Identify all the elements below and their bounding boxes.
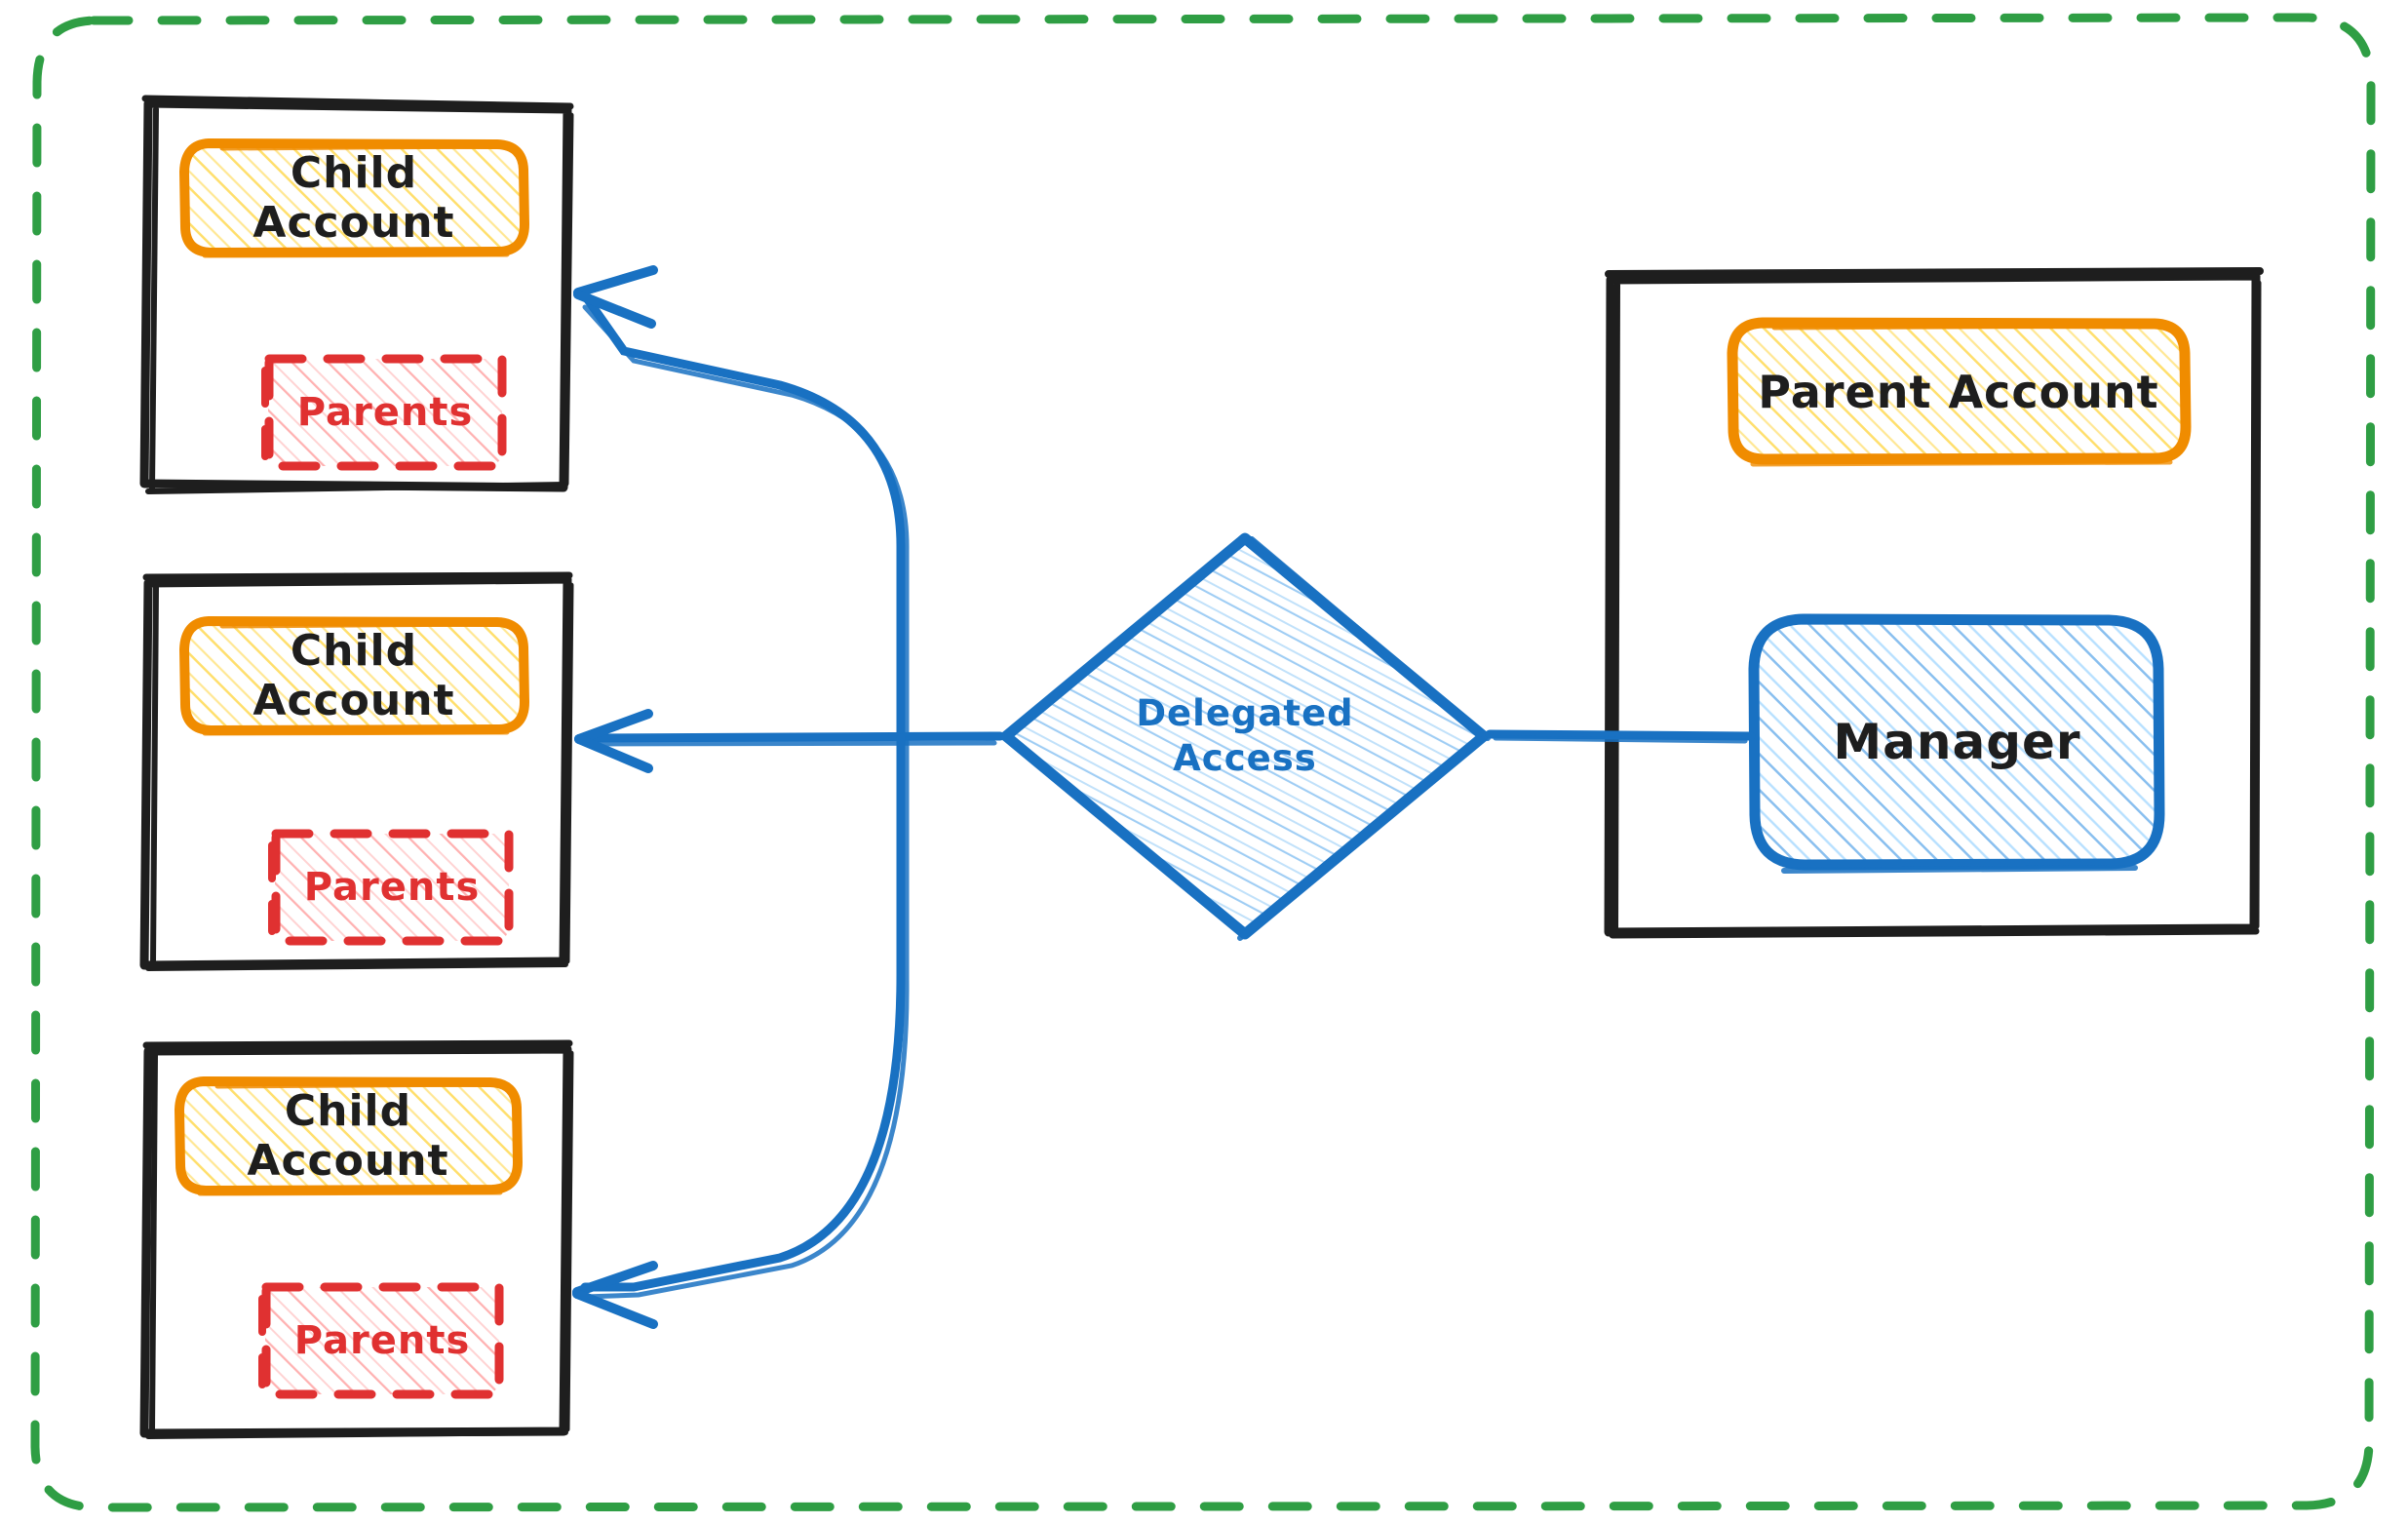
delegated-access-diamond bbox=[1000, 532, 1491, 941]
child-account-chip-3 bbox=[174, 1075, 524, 1196]
connector-diamond-to-child-3 bbox=[572, 733, 910, 1329]
connector-diamond-to-child-2 bbox=[574, 709, 1005, 773]
parent-account-chip bbox=[1727, 317, 2192, 467]
manager-chip bbox=[1748, 613, 2165, 874]
parents-chip-2 bbox=[268, 829, 514, 946]
child-account-chip-1 bbox=[178, 137, 530, 258]
parents-chip-3 bbox=[258, 1282, 504, 1399]
parents-chip-1 bbox=[261, 354, 507, 471]
child-account-chip-2 bbox=[178, 615, 530, 736]
connector-manager-to-diamond bbox=[1485, 729, 1756, 744]
outer-boundary bbox=[30, 13, 2376, 1512]
connector-diamond-to-child-1 bbox=[573, 265, 910, 741]
